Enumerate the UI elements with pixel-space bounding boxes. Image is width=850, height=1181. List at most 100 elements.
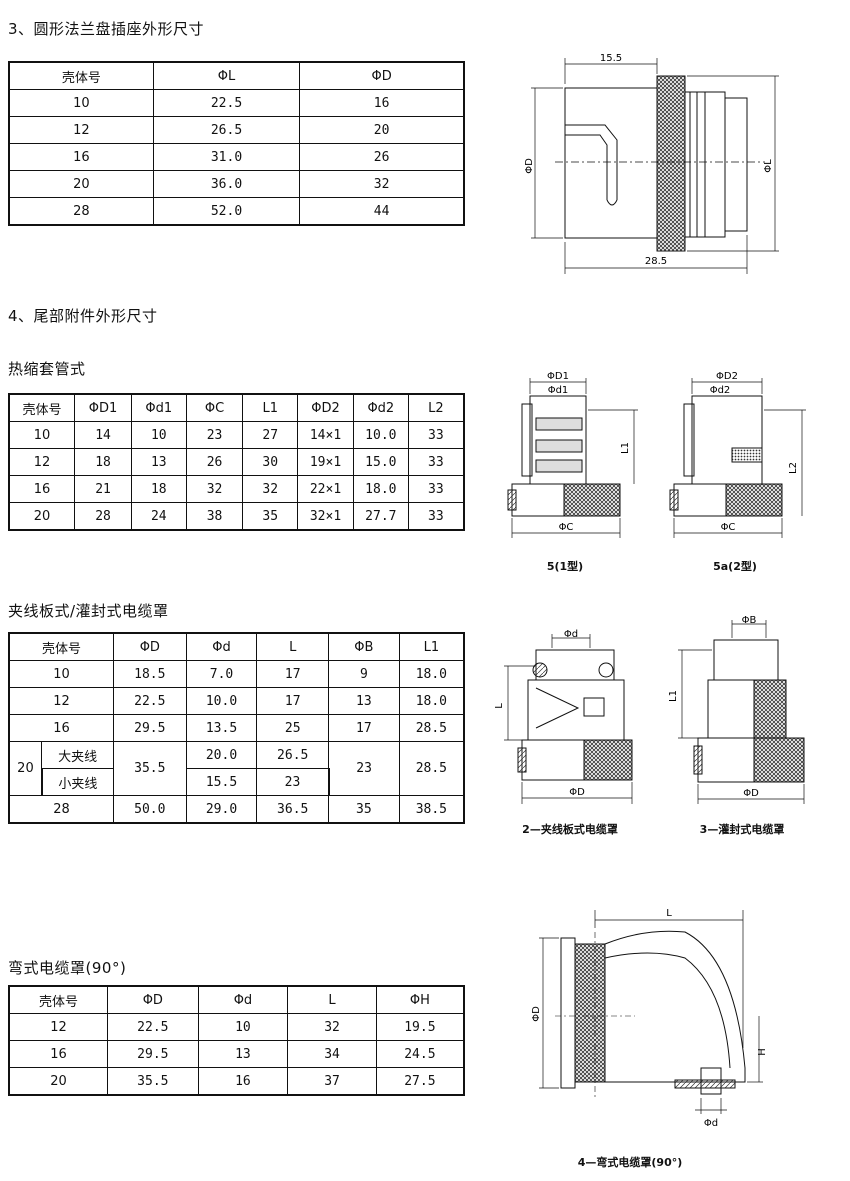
table-cell: 17 [328,714,400,742]
table-cell: 28.5 [398,741,465,796]
table-cell: 27 [242,421,299,449]
dim-d2: Φd2 [710,385,731,396]
clamp-drawing: Φd L ΦD [494,629,633,804]
table-cell: 29.5 [107,1040,199,1068]
table-cell: 15.0 [352,448,409,476]
table-cell: 23 [256,768,330,796]
dim-elbow-d: Φd [704,1118,718,1129]
elbow-drawing: L ΦD H Φd [531,908,768,1129]
table-cell: 12 [8,448,76,476]
table-cell: 24.5 [375,1040,465,1068]
table-cell: 26.5 [256,741,330,769]
table-cell: 31.0 [152,143,301,171]
table-cell: 29.5 [112,714,187,742]
table-cell: 29.0 [185,795,258,824]
table-header-cell: L [287,985,377,1014]
table-cell: 16 [8,1040,109,1068]
dim-d1: Φd1 [548,385,569,396]
clamp-title: 夹线板式/灌封式电缆罩 [8,602,169,620]
table-cell: 35 [328,795,400,824]
dim-D: ΦD [569,787,585,798]
table-cell: 25 [256,714,330,742]
table-cell: 50.0 [112,795,187,824]
table-cell: 16 [299,89,466,117]
dim-elbow-L: L [666,908,672,919]
table-cell: 小夹线 [40,768,114,796]
dim-L1: L1 [620,442,631,454]
table-header-cell: L1 [398,632,465,661]
table-cell: 36.5 [256,795,330,824]
table-cell: 13 [328,687,400,715]
table-header-cell: ΦD [299,61,466,90]
table-cell: 10 [8,421,76,449]
table-cell: 30 [242,448,299,476]
table-cell: 10.0 [185,687,258,715]
table-header-cell: ΦH [375,985,465,1014]
table-cell: 26 [185,448,244,476]
table-cell: 21 [74,475,132,503]
dim-right: ΦL [763,159,774,173]
table-cell: 44 [299,197,466,226]
table-cell: 13 [197,1040,289,1068]
clamp-caption-2: 3—灌封式电缆罩 [699,823,785,836]
table-cell: 24 [130,502,187,531]
table-cell: 28 [7,197,154,226]
table-header-cell: 壳体号 [8,985,109,1014]
table-cell: 19×1 [297,448,354,476]
section3-title: 3、圆形法兰盘插座外形尺寸 [8,20,205,38]
table-cell: 37 [287,1067,377,1096]
table-header-cell: Φd [185,632,258,661]
table-cell: 7.0 [185,660,258,688]
section4-title: 4、尾部附件外形尺寸 [8,307,158,325]
table-cell: 32×1 [297,502,354,531]
table-cell: 35.5 [112,741,187,796]
dim-D2: ΦD2 [716,371,738,382]
table-cell: 32 [299,170,466,198]
table-cell: 32 [185,475,244,503]
table-header-cell: Φd2 [352,393,409,422]
table-cell: 18.0 [398,660,465,688]
table-header-cell: ΦD2 [297,393,354,422]
table-cell: 33 [407,448,465,476]
table-cell: 22.5 [112,687,187,715]
dim-C2: ΦC [721,522,736,533]
heatshrink-caption-1: 5(1型) [546,560,584,573]
table-header-cell: ΦC [185,393,244,422]
table-cell: 33 [407,502,465,531]
dim-L: L [494,703,505,709]
dim-B: ΦB [742,615,757,626]
table-cell: 20 [8,502,76,531]
table-cell: 16 [7,143,154,171]
table-cell: 16 [7,714,114,742]
table-header-cell: 壳体号 [7,61,154,90]
table-cell: 22.5 [152,89,301,117]
heatshrink-drawing-type2: ΦD2 Φd2 L2 ΦC [669,371,806,538]
elbow-title: 弯式电缆罩(90°) [8,959,127,977]
table-header-cell: ΦL [152,61,301,90]
clamp-caption-1: 2—夹线板式电缆罩 [522,823,618,836]
table-cell: 35.5 [107,1067,199,1096]
table-header-cell: ΦD [107,985,199,1014]
table-cell: 19.5 [375,1013,465,1041]
table-cell: 33 [407,421,465,449]
table-cell: 18.0 [352,475,409,503]
table-cell: 36.0 [152,170,301,198]
table-header-cell: ΦD1 [74,393,132,422]
